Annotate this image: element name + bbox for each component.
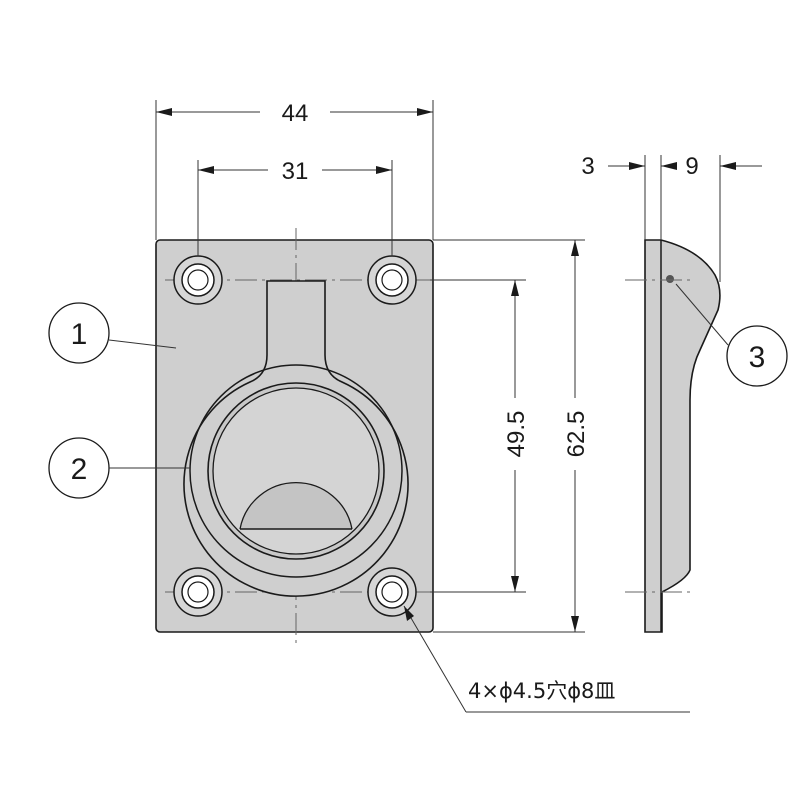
rivet-dot	[666, 275, 674, 283]
mounting-hole-bottom-right	[367, 567, 417, 617]
dimension-62-5: 62.5	[433, 239, 590, 633]
dimension-31: 31	[197, 158, 393, 256]
dimension-9: 9	[661, 153, 762, 282]
callout-1: 1	[48, 302, 177, 364]
dimension-9-label: 9	[685, 153, 698, 180]
hole-note: 4×ϕ4.5穴ϕ8皿	[403, 605, 690, 713]
side-profile	[644, 239, 721, 633]
finger-recess	[239, 481, 353, 530]
ring-outer-rim	[189, 364, 403, 578]
dimension-62-5-label: 62.5	[563, 411, 590, 458]
dimension-44: 44	[155, 100, 434, 240]
dimension-3-label: 3	[581, 153, 594, 180]
dimension-31-label: 31	[282, 158, 309, 185]
side-view	[625, 239, 721, 633]
mounting-hole-top-left	[173, 255, 223, 305]
dimension-49-5: 49.5	[430, 279, 530, 593]
front-view	[155, 228, 434, 646]
dimension-44-label: 44	[282, 100, 309, 127]
callout-1-label: 1	[71, 318, 88, 351]
callout-3: 3	[675, 283, 788, 387]
hole-note-label: 4×ϕ4.5穴ϕ8皿	[468, 679, 615, 703]
callout-2-label: 2	[71, 453, 88, 486]
mounting-hole-bottom-left	[173, 567, 223, 617]
callout-2: 2	[48, 437, 190, 499]
callout-3-label: 3	[749, 341, 766, 374]
mounting-hole-top-right	[367, 255, 417, 305]
dimension-3: 3	[581, 153, 668, 240]
dimension-49-5-label: 49.5	[503, 411, 530, 458]
